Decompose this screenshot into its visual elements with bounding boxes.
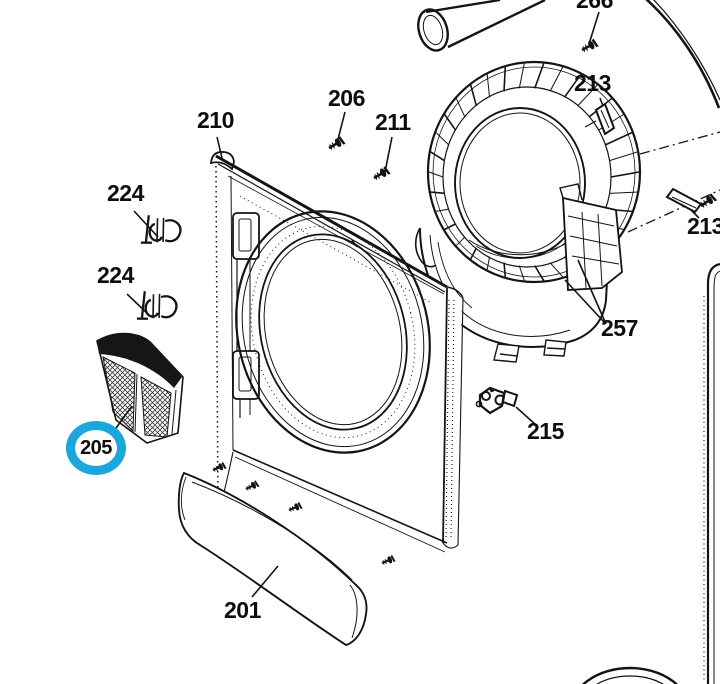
assembly-centerlines (627, 131, 720, 233)
callout-224-upper: 224 (107, 180, 144, 206)
retainer-clip-224-lower-drawing (136, 291, 178, 320)
callout-257: 257 (601, 315, 638, 341)
callout-215: 215 (527, 418, 564, 444)
tub-support-bracket-drawing (493, 183, 623, 363)
exhaust-duct-drawing (417, 0, 546, 52)
callout-266: 266 (576, 0, 613, 13)
drive-belt-drawing (645, 0, 720, 109)
screw-211-icon (370, 164, 392, 184)
kick-panel-drawing (177, 471, 368, 647)
bottom-circle-part-drawing (581, 666, 679, 684)
callout-224-lower: 224 (97, 262, 134, 288)
callout-201: 201 (224, 597, 261, 623)
callout-211: 211 (375, 109, 411, 135)
callout-213-upper: 213 (574, 70, 611, 96)
door-hinge-bracket-drawing (232, 212, 260, 418)
door-switch-215-drawing (475, 386, 519, 415)
clip-213-upper-drawing (584, 102, 616, 136)
callout-206: 206 (328, 85, 365, 111)
rear-panel-edge-drawing (703, 263, 720, 684)
clip-213-right-drawing (665, 187, 703, 214)
callout-213-right: 213 (687, 213, 720, 239)
retainer-clip-224-upper-drawing (140, 215, 182, 244)
callout-210: 210 (197, 107, 234, 133)
callout-205-highlight-ring[interactable]: 205 (66, 421, 126, 475)
callout-leader-lines (113, 11, 700, 598)
screw-206-icon (325, 134, 347, 154)
door-opening-drawing (232, 210, 431, 454)
